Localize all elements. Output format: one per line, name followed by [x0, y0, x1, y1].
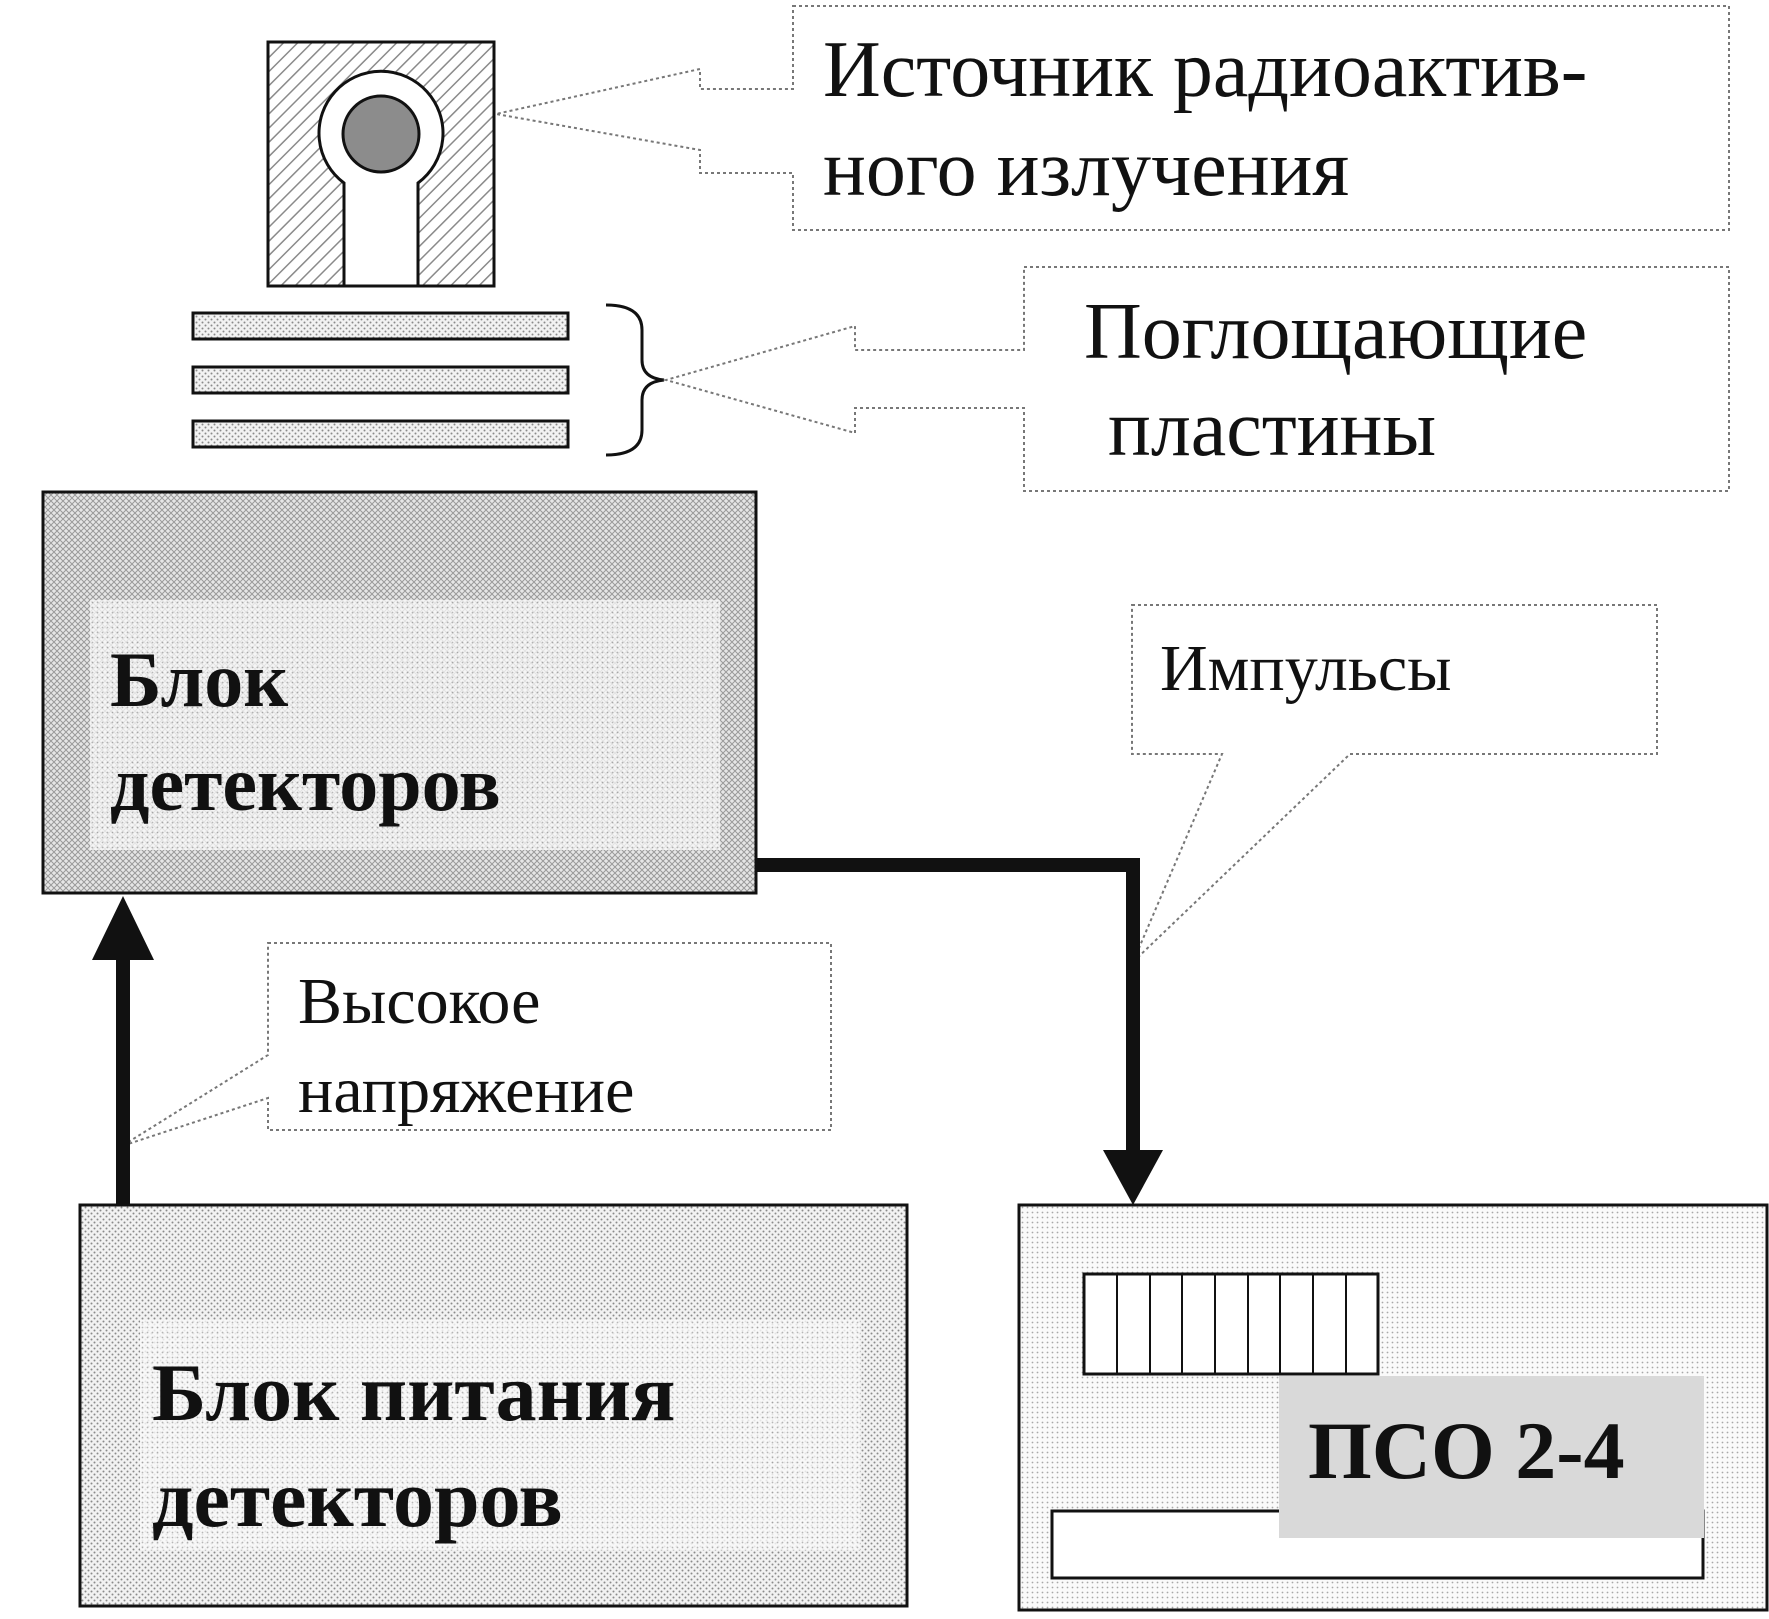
callout-high-voltage-line1: Высокое	[298, 965, 540, 1038]
absorbing-plates	[191, 303, 665, 457]
plates-brace	[605, 303, 665, 457]
callout-plates: Поглощающие пластины	[662, 266, 1730, 492]
callout-source-line1: Источник радиоактив-	[823, 26, 1587, 114]
detector-block-line1: Блок	[110, 636, 288, 723]
callout-plates-line1: Поглощающие	[1084, 288, 1587, 376]
callout-pulses-line1: Импульсы	[1160, 632, 1452, 705]
power-block-line1: Блок питания	[152, 1347, 676, 1438]
callout-pulses: Импульсы	[1131, 604, 1658, 963]
radiation-source	[266, 40, 496, 288]
counter-digit-display	[1082, 1272, 1380, 1376]
callout-plates-line2: пластины	[1108, 385, 1436, 473]
high-voltage-arrow	[92, 896, 154, 1205]
callout-source-line2: ного излучения	[823, 125, 1349, 213]
callout-high-voltage-line2: напряжение	[298, 1054, 634, 1127]
source-core	[341, 94, 421, 174]
pulse-signal-arrow	[756, 858, 1163, 1205]
counter-block-label: ПСО 2-4	[1308, 1405, 1625, 1496]
detector-block-line2: детекторов	[110, 740, 501, 827]
detector-block: Блок детекторов	[41, 490, 758, 895]
power-block-line2: детекторов	[152, 1453, 563, 1544]
counter-block: ПСО 2-4	[1017, 1203, 1769, 1612]
callout-source: Источник радиоактив- ного излучения	[495, 5, 1730, 231]
callout-high-voltage: Высокое напряжение	[121, 942, 832, 1147]
power-supply-block: Блок питания детекторов	[78, 1203, 909, 1608]
